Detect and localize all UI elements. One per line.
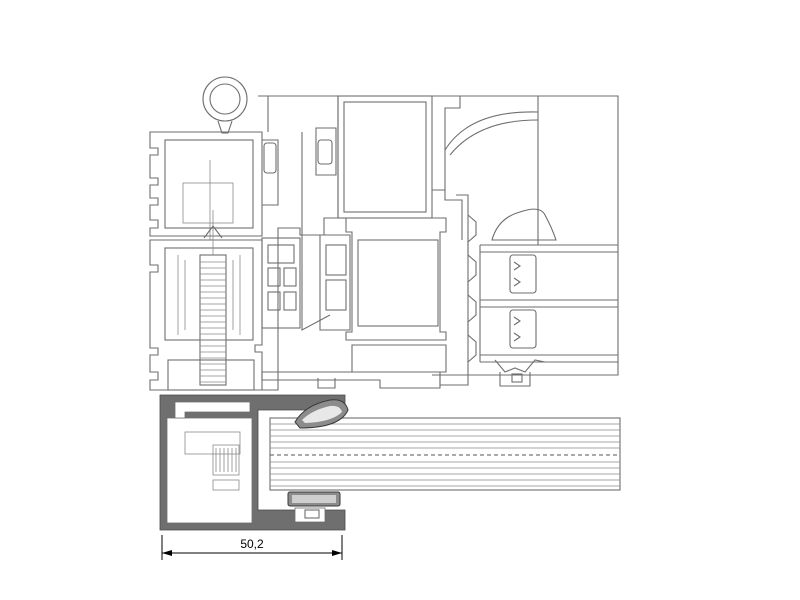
glazing-area <box>432 95 619 387</box>
width-dimension: 50,2 <box>161 535 343 560</box>
crosshatched-seals <box>287 399 349 507</box>
main-sash-chambers <box>261 95 447 389</box>
dimension-label: 50,2 <box>240 537 264 551</box>
outer-frame-lower-chamber <box>149 210 263 391</box>
top-round-gasket <box>202 76 248 134</box>
lower-glazing-panes <box>269 417 621 491</box>
lower-adapter-profile <box>159 394 346 531</box>
outer-frame-upper-chamber <box>149 131 279 240</box>
